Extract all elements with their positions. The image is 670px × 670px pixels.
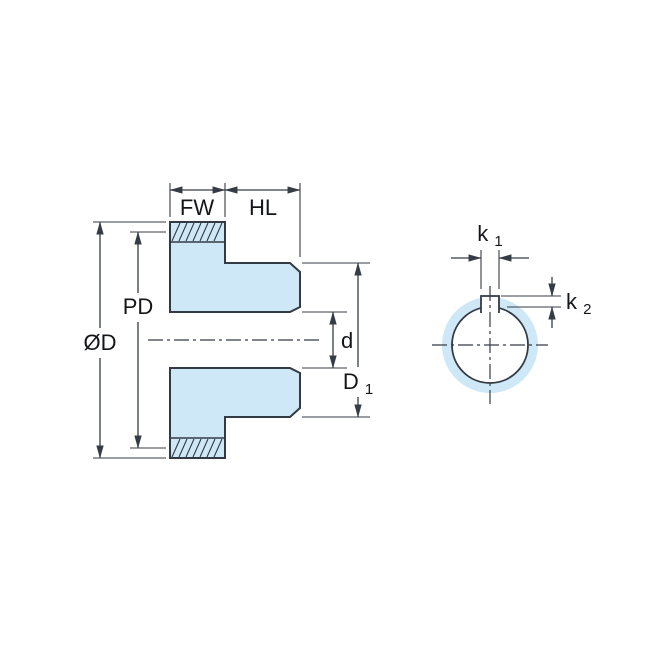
dimension-bore-diameter: d (302, 311, 353, 369)
keyway-depth-label: k 2 (566, 289, 591, 318)
hub-length-label: HL (249, 195, 277, 220)
outside-diameter-label: ØD (84, 330, 117, 355)
keyway-width-label-subscript: 1 (494, 233, 502, 250)
outside-diameter-extension-lines (93, 221, 166, 459)
tooth-hatch-bottom (171, 438, 223, 458)
dimension-face-width: FW (169, 183, 226, 220)
hub-diameter-label-main: D (343, 369, 359, 394)
keyway-depth-label-subscript: 2 (583, 301, 591, 318)
side-view: FW HL ØD PD d (84, 183, 373, 459)
keyway-width-extension-lines (480, 250, 500, 289)
end-view: k 1 k 2 (432, 221, 591, 404)
dimension-keyway-width: k 1 (451, 221, 529, 289)
pitch-diameter-label: PD (123, 294, 154, 319)
keyway-depth-label-main: k (566, 289, 578, 314)
dimension-outside-diameter: ØD (84, 221, 166, 459)
dimension-hub-length: HL (224, 183, 301, 257)
gear-section-lower (169, 367, 301, 459)
keyway-width-label-main: k (477, 221, 489, 246)
gear-section-upper (169, 221, 301, 313)
tooth-hatch-top (171, 222, 223, 242)
keyway-width-label: k 1 (477, 221, 502, 250)
hub-diameter-label-subscript: 1 (365, 381, 373, 398)
dimension-hub-diameter: D 1 (302, 262, 373, 418)
dimension-pitch-diameter: PD (123, 231, 166, 449)
dimension-keyway-depth: k 2 (501, 277, 591, 328)
hub-diameter-label: D 1 (343, 369, 373, 398)
face-width-label: FW (180, 195, 214, 220)
bore-diameter-extension-lines (302, 311, 347, 369)
bore-diameter-label: d (341, 328, 353, 353)
